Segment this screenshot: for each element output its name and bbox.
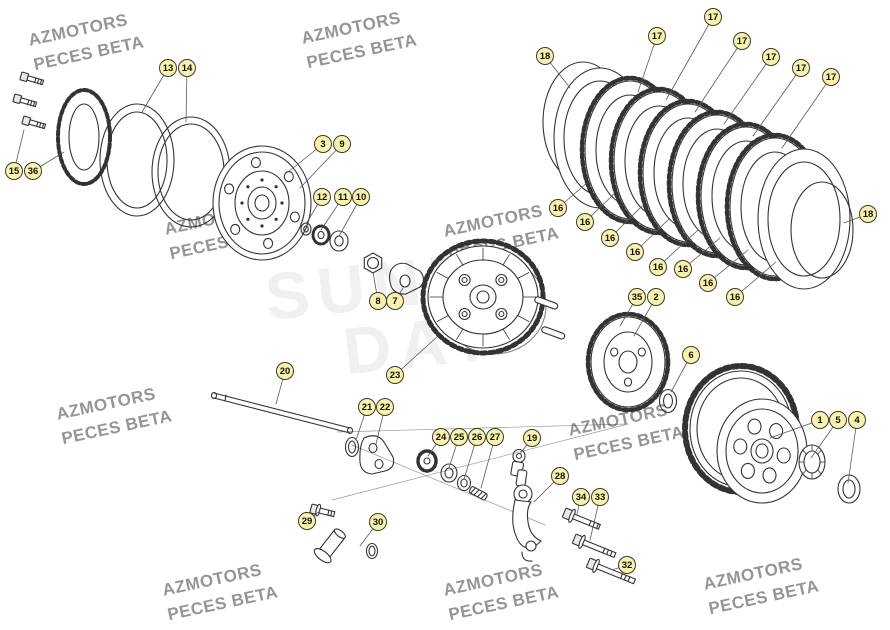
callout-36[interactable]: 36: [24, 162, 42, 180]
callout-3[interactable]: 3: [314, 135, 332, 153]
friction-plate-stack: [542, 61, 854, 290]
damper-ring: [56, 88, 112, 186]
callout-23[interactable]: 23: [386, 366, 404, 384]
callout-16[interactable]: 16: [601, 229, 619, 247]
callout-35[interactable]: 35: [628, 288, 646, 306]
callout-34[interactable]: 34: [572, 488, 590, 506]
callout-11[interactable]: 11: [334, 188, 352, 206]
callout-16[interactable]: 16: [699, 274, 717, 292]
retainer-plate: [388, 262, 425, 295]
callout-17[interactable]: 17: [704, 8, 722, 26]
callout-17[interactable]: 17: [822, 68, 840, 86]
callout-25[interactable]: 25: [450, 428, 468, 446]
callout-12[interactable]: 12: [313, 188, 331, 206]
disc-item-13: [99, 103, 175, 217]
callout-2[interactable]: 2: [647, 288, 665, 306]
callout-8[interactable]: 8: [369, 292, 387, 310]
callout-16[interactable]: 16: [549, 199, 567, 217]
fastening-bolts-left: [12, 71, 47, 130]
clutch-pressure-plate: [585, 311, 671, 413]
callout-16[interactable]: 16: [576, 213, 594, 231]
callout-29[interactable]: 29: [298, 512, 316, 530]
callout-16[interactable]: 16: [726, 288, 744, 306]
pivot-bolt: [309, 503, 336, 518]
callout-18[interactable]: 18: [859, 205, 877, 223]
callout-24[interactable]: 24: [432, 428, 450, 446]
callout-5[interactable]: 5: [829, 411, 847, 429]
callout-27[interactable]: 27: [486, 428, 504, 446]
callout-1[interactable]: 1: [811, 411, 829, 429]
clutch-push-rod: [210, 391, 354, 435]
callout-18[interactable]: 18: [536, 47, 554, 65]
callout-9[interactable]: 9: [333, 135, 351, 153]
callout-15[interactable]: 15: [5, 162, 23, 180]
clutch-actuation-lever: [512, 469, 543, 562]
callout-7[interactable]: 7: [386, 292, 404, 310]
callout-30[interactable]: 30: [369, 513, 387, 531]
callout-28[interactable]: 28: [551, 467, 569, 485]
callout-17[interactable]: 17: [792, 59, 810, 77]
callout-16[interactable]: 16: [649, 258, 667, 276]
clutch-push-pins: [534, 296, 566, 340]
callout-17[interactable]: 17: [762, 48, 780, 66]
callout-22[interactable]: 22: [376, 398, 394, 416]
spacer-tube: [313, 528, 379, 564]
mount-bolts: [562, 507, 637, 585]
clutch-pressure-disc: [212, 145, 312, 261]
lock-nut: [363, 252, 383, 274]
callout-13[interactable]: 13: [159, 59, 177, 77]
callout-33[interactable]: 33: [591, 488, 609, 506]
washer-set: [300, 222, 349, 252]
clutch-basket: [682, 363, 808, 504]
needle-bearing: [798, 444, 826, 480]
actuator-parts: [416, 449, 488, 501]
callout-14[interactable]: 14: [178, 59, 196, 77]
callout-17[interactable]: 17: [648, 27, 666, 45]
callout-32[interactable]: 32: [618, 556, 636, 574]
callout-17[interactable]: 17: [733, 32, 751, 50]
clutch-center-hub: [420, 238, 547, 356]
gasket-and-oring: [344, 435, 395, 475]
callout-10[interactable]: 10: [352, 188, 370, 206]
callout-26[interactable]: 26: [468, 428, 486, 446]
callout-6[interactable]: 6: [682, 346, 700, 364]
callout-19[interactable]: 19: [523, 429, 541, 447]
callout-16[interactable]: 16: [626, 243, 644, 261]
callout-16[interactable]: 16: [674, 260, 692, 278]
callout-leader-lines: [13, 16, 869, 571]
bushing: [837, 474, 861, 504]
callout-4[interactable]: 4: [848, 411, 866, 429]
callout-21[interactable]: 21: [358, 398, 376, 416]
callout-20[interactable]: 20: [276, 362, 294, 380]
spacer-ring: [658, 388, 678, 414]
